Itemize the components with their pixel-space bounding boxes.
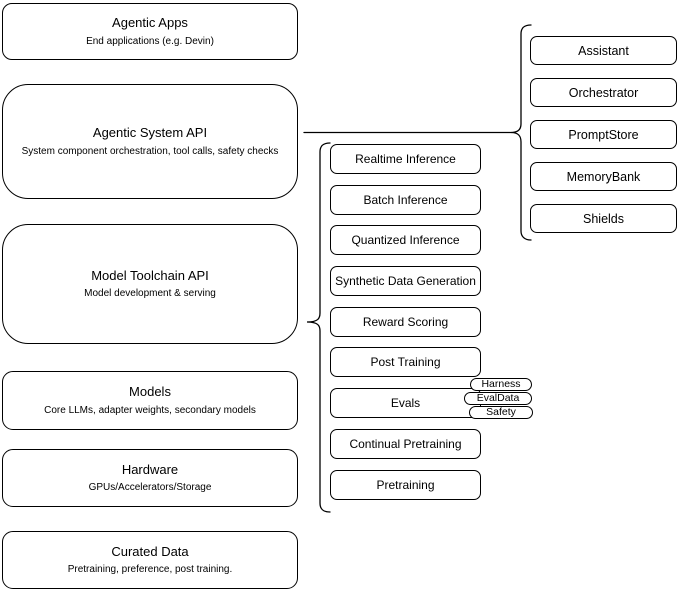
node-orchestrator: Orchestrator (530, 78, 677, 107)
node-synthetic-data-generation: Synthetic Data Generation (330, 266, 481, 296)
box-curated-data-subtitle: Pretraining, preference, post training. (67, 564, 233, 576)
box-hardware: Hardware GPUs/Accelerators/Storage (2, 449, 298, 507)
box-curated-data: Curated Data Pretraining, preference, po… (2, 531, 298, 589)
node-reward-scoring: Reward Scoring (330, 307, 481, 337)
node-pretraining: Pretraining (330, 470, 481, 500)
box-model-toolchain-api-title: Model Toolchain API (91, 267, 209, 283)
box-hardware-title: Hardware (121, 461, 179, 477)
box-curated-data-title: Curated Data (111, 543, 189, 559)
node-realtime-inference: Realtime Inference (330, 144, 481, 174)
node-batch-inference: Batch Inference (330, 185, 481, 215)
box-models: Models Core LLMs, adapter weights, secon… (2, 371, 298, 430)
box-model-toolchain-api-subtitle: Model development & serving (84, 288, 216, 300)
components-brace (510, 24, 532, 241)
node-shields: Shields (530, 204, 677, 233)
node-promptstore: PromptStore (530, 120, 677, 149)
box-models-title: Models (129, 384, 171, 400)
tag-safety: Safety (469, 406, 533, 419)
box-agentic-system-api-title: Agentic System API (92, 125, 208, 141)
box-agentic-apps-title: Agentic Apps (112, 15, 188, 31)
toolchain-brace (306, 142, 331, 513)
box-hardware-subtitle: GPUs/Accelerators/Storage (88, 482, 212, 494)
node-post-training: Post Training (330, 347, 481, 377)
box-models-subtitle: Core LLMs, adapter weights, secondary mo… (44, 404, 256, 416)
tag-evaldata: EvalData (464, 392, 532, 405)
box-agentic-system-api: Agentic System API System component orch… (2, 84, 298, 199)
node-continual-pretraining: Continual Pretraining (330, 429, 481, 459)
box-agentic-system-api-subtitle: System component orchestration, tool cal… (21, 145, 279, 157)
box-model-toolchain-api: Model Toolchain API Model development & … (2, 224, 298, 344)
tag-harness: Harness (470, 378, 532, 391)
box-agentic-apps-subtitle: End applications (e.g. Devin) (86, 35, 214, 47)
node-memorybank: MemoryBank (530, 162, 677, 191)
box-agentic-apps: Agentic Apps End applications (e.g. Devi… (2, 3, 298, 60)
node-assistant: Assistant (530, 36, 677, 65)
node-evals: Evals (330, 388, 481, 418)
node-quantized-inference: Quantized Inference (330, 225, 481, 255)
